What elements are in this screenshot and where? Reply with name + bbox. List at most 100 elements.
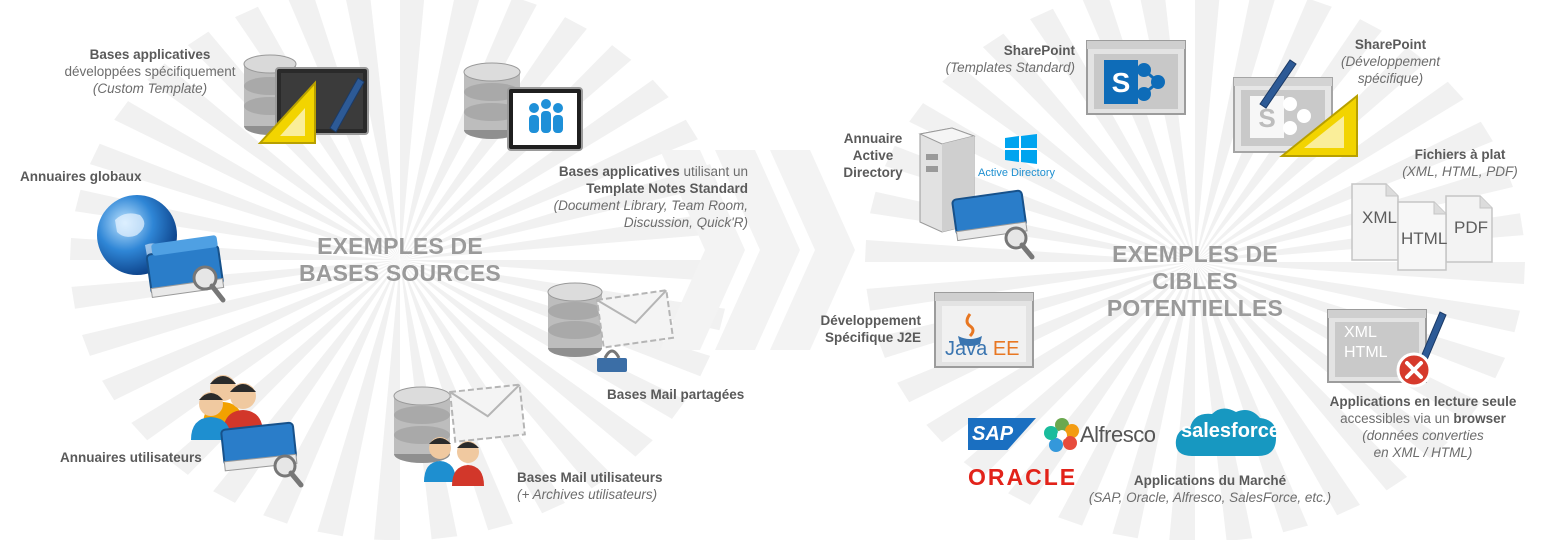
alfresco-logo-text: Alfresco	[1080, 422, 1156, 447]
sunburst-ray	[374, 260, 400, 540]
database-mail-users-icon	[390, 382, 530, 492]
sp-dev-italic1: (Développement	[1340, 54, 1441, 69]
java-logo-text: Java EE	[945, 338, 1020, 361]
svg-text:S: S	[1112, 67, 1131, 98]
sunburst-ray	[1195, 262, 1253, 540]
sunburst-ray	[1195, 262, 1408, 491]
j2e-label: Développement Spécifique J2E	[795, 312, 921, 346]
sunburst-ray	[1195, 0, 1220, 262]
sunburst-ray	[400, 260, 565, 514]
sunburst-ray	[131, 260, 401, 441]
alfresco-flower-icon	[1044, 417, 1080, 453]
sunburst-ray	[317, 260, 400, 537]
doc-html-text: HTML	[1401, 229, 1448, 248]
database-mail-shared-icon	[545, 278, 680, 378]
j2e-bold1: Développement	[820, 313, 921, 328]
ad-bold1: Annuaire	[843, 131, 903, 146]
sp-std-bold: SharePoint	[1003, 43, 1075, 58]
user-mail-bold: Bases Mail utilisateurs	[517, 470, 663, 485]
sunburst-ray	[263, 260, 400, 524]
ad-bold2: Active	[852, 148, 894, 163]
ad-bold3: Directory	[843, 165, 903, 180]
flat-files-bold: Fichiers à plat	[1414, 147, 1506, 162]
std-apps-label: Bases applicatives utilisant un Template…	[500, 163, 748, 231]
readonly-bold2: browser	[1453, 411, 1506, 426]
screen-html-text: HTML	[1344, 344, 1388, 361]
salesforce-cloud-logo	[1170, 404, 1282, 462]
sunburst-ray	[400, 164, 718, 260]
screen-text: XML HTML	[1344, 323, 1388, 363]
svg-text:S: S	[1258, 103, 1275, 133]
sharepoint-dev-icon: S	[1232, 56, 1362, 161]
sunburst-ray	[1140, 0, 1195, 262]
sunburst-ray	[1058, 262, 1195, 526]
sp-std-label: SharePoint (Templates Standard)	[880, 42, 1075, 76]
java-text: Java	[945, 338, 988, 360]
targets-title-line2: POTENTIELLES	[1106, 295, 1284, 321]
sunburst-ray	[1112, 262, 1195, 539]
sunburst-ray	[1195, 0, 1275, 262]
sunburst-ray	[89, 143, 401, 260]
active-directory-logo-text: Active Directory	[978, 167, 1056, 179]
shared-mail-label: Bases Mail partagées	[607, 386, 744, 403]
sunburst-ray	[187, 31, 400, 260]
database-notes-icon	[460, 58, 585, 158]
windows-logo-icon	[1003, 134, 1039, 164]
sp-dev-label: SharePoint (Développement spécifique)	[1318, 36, 1463, 87]
sunburst-ray	[1195, 121, 1493, 262]
sunburst-ray	[982, 33, 1195, 262]
sunburst-ray	[114, 101, 400, 260]
doc-pdf-text: PDF	[1454, 218, 1488, 237]
sunburst-ray	[400, 260, 653, 457]
java-window-icon	[934, 292, 1034, 368]
database-design-icon	[240, 48, 375, 148]
sunburst-ray	[400, 119, 698, 260]
readonly-bold1: Applications en lecture seule	[1329, 394, 1517, 409]
sunburst-ray	[400, 211, 729, 260]
document-stack-icon	[1350, 182, 1500, 272]
center-chevrons	[660, 150, 855, 350]
sunburst-ray	[400, 79, 669, 260]
readonly-label: Applications en lecture seule accessible…	[1318, 393, 1528, 461]
salesforce-logo-text: salesforce	[1181, 420, 1280, 442]
sharepoint-window-icon: S	[1086, 40, 1186, 115]
j2e-bold2: Spécifique J2E	[824, 330, 921, 345]
custom-apps-italic: (Custom Template)	[92, 81, 208, 96]
sources-title: EXEMPLES DE BASES SOURCES	[290, 233, 510, 287]
sunburst-ray	[400, 260, 730, 282]
java-ee-text: EE	[992, 338, 1020, 360]
targets-title-line1: EXEMPLES DE CIBLES	[1112, 241, 1278, 294]
market-label: Applications du Marché (SAP, Oracle, Alf…	[1070, 472, 1350, 506]
flat-files-italic: (XML, HTML, PDF)	[1402, 164, 1518, 179]
sunburst-ray	[102, 260, 400, 401]
custom-apps-bold: Bases applicatives	[89, 47, 211, 62]
users-book-icon	[185, 368, 310, 488]
sources-title-line1: EXEMPLES DE	[317, 233, 483, 259]
user-mail-italic: (+ Archives utilisateurs)	[517, 487, 658, 502]
server-book-icon	[912, 124, 1042, 264]
sunburst-ray	[400, 260, 613, 489]
sp-dev-italic2: spécifique)	[1357, 71, 1424, 86]
sunburst-ray	[82, 260, 400, 356]
sp-dev-bold: SharePoint	[1354, 37, 1427, 52]
sunburst-ray	[1169, 262, 1195, 540]
sunburst-ray	[400, 0, 425, 260]
market-bold: Applications du Marché	[1133, 473, 1287, 488]
std-apps-after: utilisant un	[679, 164, 748, 179]
sp-std-italic: (Templates Standard)	[945, 60, 1075, 75]
sap-logo-text: SAP	[972, 423, 1014, 445]
sunburst-ray	[400, 260, 686, 419]
sunburst-ray	[1030, 8, 1195, 262]
shared-mail-bold: Bases Mail partagées	[607, 387, 745, 402]
user-dirs-label: Annuaires utilisateurs	[60, 449, 202, 466]
sunburst-ray	[1195, 262, 1360, 516]
global-dirs-label: Annuaires globaux	[20, 168, 142, 185]
readonly-browser-icon	[1326, 308, 1451, 398]
sunburst-ray	[942, 65, 1195, 263]
sunburst-ray	[1195, 81, 1464, 262]
sunburst-ray	[1195, 262, 1308, 533]
readonly-italic1: (données converties	[1362, 428, 1484, 443]
user-mail-label: Bases Mail utilisateurs (+ Archives util…	[517, 469, 663, 503]
sources-title-line2: BASES SOURCES	[299, 260, 501, 286]
globe-book-icon	[95, 190, 230, 310]
